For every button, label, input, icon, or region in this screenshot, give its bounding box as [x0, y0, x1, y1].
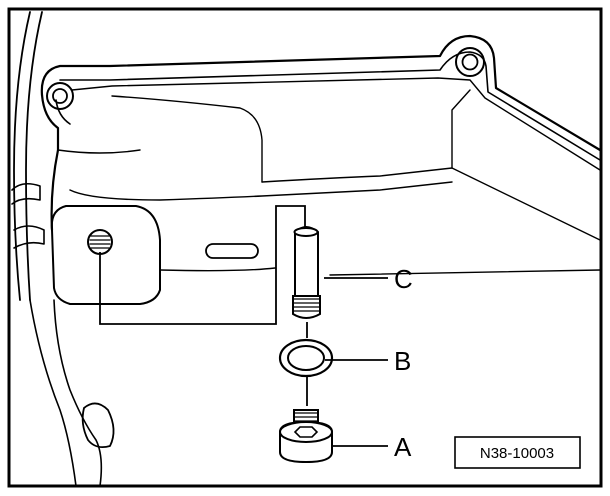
- oil-pan-housing: [11, 11, 602, 487]
- reference-box: N38-10003: [454, 436, 581, 469]
- right-flange-bolt: [455, 47, 485, 77]
- seal-ring-b: [278, 338, 334, 378]
- reference-number: N38-10003: [480, 445, 554, 462]
- callout-a: A: [394, 432, 412, 462]
- threaded-hole: [87, 229, 113, 255]
- callout-b: B: [394, 346, 411, 376]
- left-flange-bolt: [46, 82, 74, 110]
- bolt-a: [279, 409, 333, 464]
- guide-pin-c: [292, 226, 321, 319]
- callout-c: C: [394, 264, 413, 294]
- pan-slot: [205, 243, 259, 259]
